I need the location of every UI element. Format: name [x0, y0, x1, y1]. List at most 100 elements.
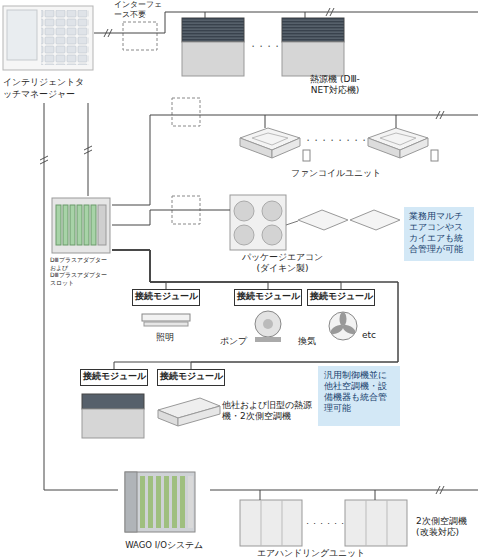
light-tube	[144, 322, 188, 326]
adapter-slot	[91, 205, 96, 245]
unit-top	[182, 18, 244, 42]
bus-wire	[260, 490, 478, 500]
cassette-side	[272, 138, 300, 158]
node-text: 接続モジュール	[158, 371, 224, 382]
ahu-door	[261, 500, 262, 546]
io-module	[188, 476, 193, 528]
interface-slot	[172, 98, 200, 126]
unit-fins	[282, 18, 344, 42]
annotation-label: インターフェース不要	[114, 0, 166, 20]
adapter-slot	[84, 205, 89, 245]
adapter-device: DⅢプラスアダプター および DⅢプラスアダプター スロット	[48, 196, 112, 294]
annotation-label: ・・・・・・	[304, 520, 348, 529]
outdoor-fan	[234, 201, 254, 221]
node-text: 接続モジュール	[235, 291, 301, 302]
ahu-door	[387, 500, 388, 546]
bus-wire	[265, 115, 478, 128]
slash-mark	[436, 486, 444, 494]
outdoor-fan	[234, 225, 254, 245]
unit-body	[182, 42, 244, 76]
panel-screen	[7, 10, 37, 60]
annotation-label: ポンプ	[220, 336, 254, 347]
node-text: 接続モジュール	[308, 291, 374, 302]
node-text: 熱源機 (DⅢ-NET対応機)	[295, 74, 375, 97]
node-text: 接続モジュール	[133, 291, 199, 302]
unit-fins	[182, 18, 244, 42]
heat-source-unit: 熱源機 (DⅢ-NET対応機)	[178, 18, 378, 102]
annotation-label: 他社および旧型の熱源機・2次側空調機	[222, 400, 314, 423]
fan-blade	[329, 323, 345, 336]
node-text: WAGO I/Oシステム	[120, 540, 208, 551]
cassette-grill	[252, 133, 288, 145]
remote-controller	[431, 150, 438, 161]
outdoor-fan	[262, 201, 282, 221]
node-text: ファンコイルユニット	[286, 168, 386, 179]
node-text: 業務用マルチエアコンやスカイエアも統合管理が可能	[409, 211, 469, 255]
outdoor-fan	[262, 225, 282, 245]
ceiling-unit-side	[178, 406, 220, 426]
cassette-side	[368, 138, 400, 158]
refrigerant-pipe	[286, 221, 298, 225]
annotation-label: ・・・・・・・・	[304, 136, 370, 146]
node-text: 汎用制御機並に他社空調機・設備機器も統合管理可能	[324, 370, 390, 414]
io-module	[140, 476, 145, 528]
panel-buttons	[41, 10, 89, 65]
io-module	[172, 476, 177, 528]
controller-device: インテリジェントタッチマネージャー	[2, 3, 94, 103]
connector-line	[112, 250, 341, 289]
cassette-side	[400, 138, 428, 158]
remote-controller	[303, 150, 310, 161]
connector-line	[112, 250, 398, 369]
connector-line	[210, 490, 260, 500]
connector-line	[94, 12, 205, 33]
adapter-slot	[77, 205, 82, 245]
cassette-side	[240, 138, 272, 158]
unit-body	[282, 42, 344, 76]
annotation-label: etc	[362, 330, 388, 341]
indoor-cassette	[298, 210, 348, 230]
node-text: パッケージエアコン (ダイキン製)	[235, 252, 330, 275]
adapter-slot	[63, 205, 68, 245]
chiller-body	[82, 409, 144, 438]
adapter-slot	[70, 205, 75, 245]
slash-mark	[436, 111, 444, 119]
pump-body	[255, 311, 281, 337]
adapter-rack	[52, 198, 110, 253]
node-text: DⅢプラスアダプター および DⅢプラスアダプター スロット	[50, 256, 114, 286]
indoor-cassette	[350, 210, 400, 230]
chiller-top	[82, 394, 144, 409]
connector-line	[112, 250, 166, 289]
io-module	[148, 476, 153, 528]
slash-mark	[326, 8, 334, 16]
module-box: 接続モジュール	[132, 289, 200, 306]
callout-box: 汎用制御機並に他社空調機・設備機器も統合管理可能	[318, 366, 400, 426]
io-module	[156, 476, 161, 528]
fan-blade	[341, 323, 357, 336]
io-rack	[125, 472, 195, 532]
module-box: 接続モジュール	[80, 369, 148, 386]
io-module	[164, 476, 169, 528]
node-text: エアハンドリングユニット	[251, 548, 371, 559]
fan-blade	[340, 312, 347, 326]
node-text: 接続モジュール	[81, 371, 147, 382]
interface-slot	[123, 22, 157, 50]
ahu-cabinet	[345, 500, 407, 546]
connector-line	[112, 250, 398, 369]
package-aircon: パッケージエアコン (ダイキン製)	[230, 195, 402, 279]
pump-base	[255, 337, 281, 342]
io-system: WAGO I/Oシステム	[118, 468, 210, 556]
ahu-cabinet	[240, 500, 302, 546]
connector-line	[44, 103, 118, 490]
panel-body	[3, 6, 93, 70]
ahu-door	[366, 500, 367, 546]
pump-hub	[263, 319, 273, 329]
callout-box: 業務用マルチエアコンやスカイエアも統合管理が可能	[404, 207, 474, 261]
connector-line	[112, 210, 230, 225]
outdoor-unit	[230, 195, 286, 250]
connector-line	[88, 103, 89, 196]
annotation-label: 照明	[156, 332, 186, 343]
cassette-grill	[380, 133, 416, 145]
annotation-label: 換気	[298, 336, 324, 347]
module-box: 接続モジュール	[307, 289, 375, 306]
